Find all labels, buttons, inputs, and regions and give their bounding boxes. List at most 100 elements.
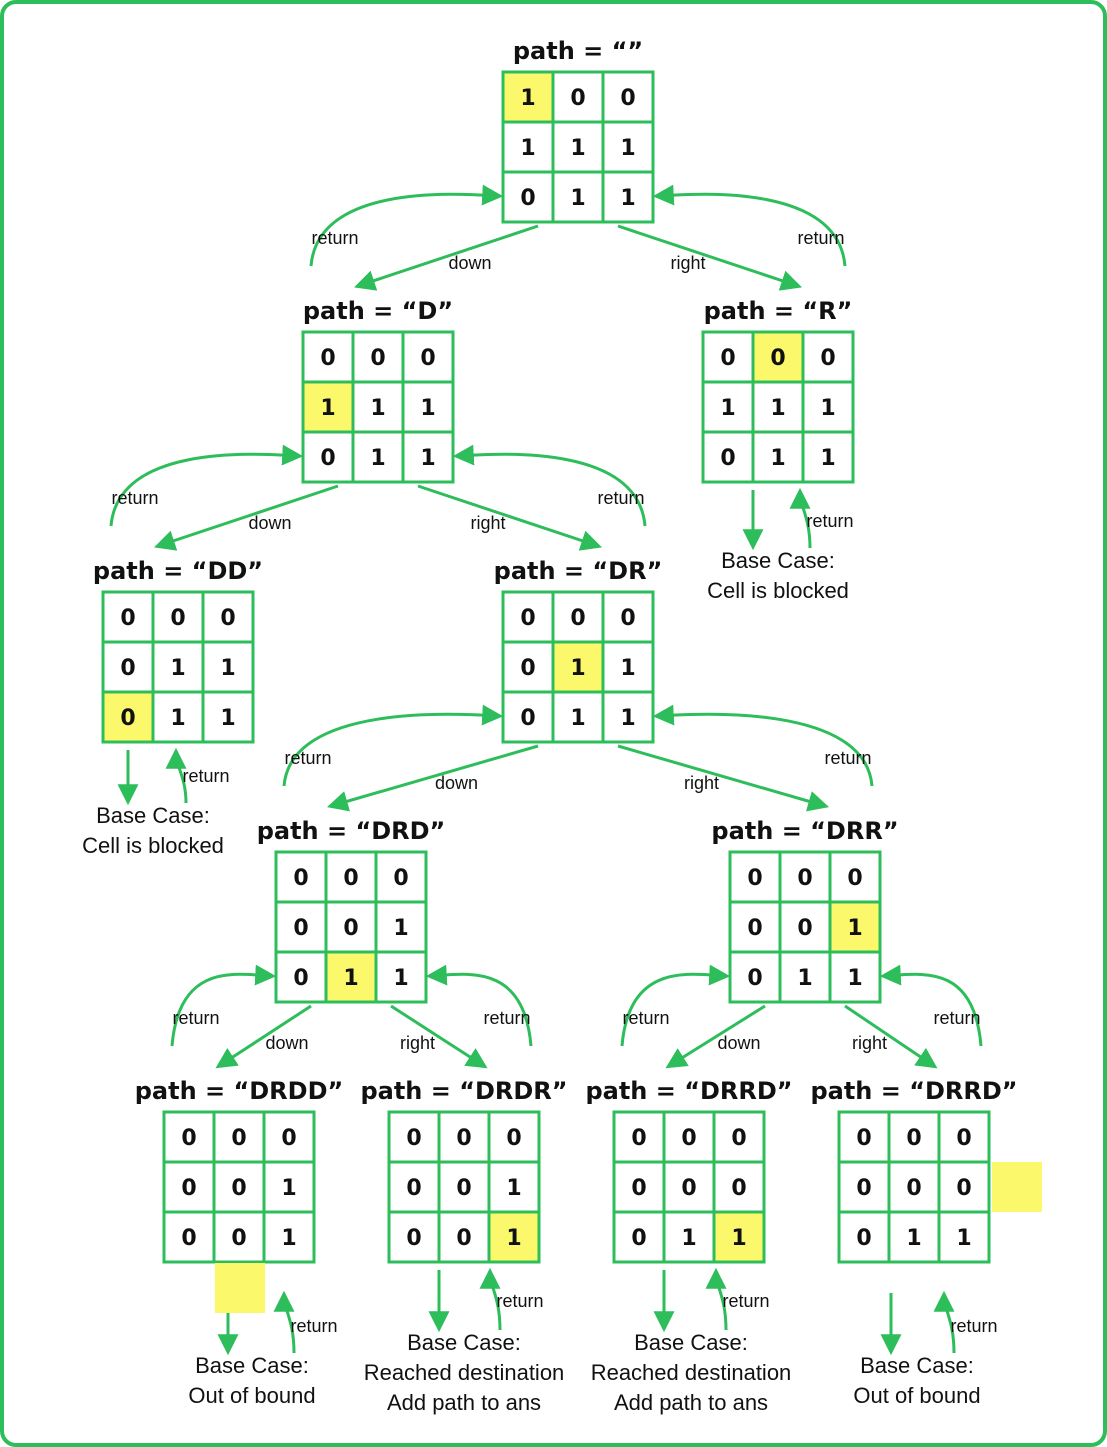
return-arrow [479,1267,502,1331]
out-of-bound-cell [215,1263,265,1313]
return-arrow [652,704,874,787]
grid-cell [201,690,255,744]
return-label: return [933,1008,980,1028]
node-title: path = “” [513,37,643,65]
grid-cell [551,690,605,744]
grid-cell [487,1160,541,1214]
grid-cell [601,120,655,174]
base-case-note: Base Case: [721,548,835,573]
right-arrow [417,484,602,551]
arrows-layer [109,184,983,1356]
base-case-note: Cell is blocked [82,833,224,858]
return-label: return [824,748,871,768]
cell-value: 0 [747,866,762,891]
base-case-note: Reached destination [591,1360,792,1385]
cell-value: 0 [220,606,235,631]
node-title: path = “DRDD” [135,1077,344,1105]
cell-value: 1 [506,1226,521,1251]
grid-cell [162,1110,216,1164]
return-arrow [165,747,188,804]
node-title: path = “DRR” [711,817,898,845]
cell-value: 0 [320,346,335,371]
return-label: return [597,488,644,508]
down-label: down [717,1033,760,1053]
cell-value: 0 [731,1126,746,1151]
node-title: path = “DD” [93,557,263,585]
node-title: path = “DRRD” [810,1077,1017,1105]
return-label: return [950,1316,997,1336]
node-title: path = “R” [704,297,853,325]
base-case-note: Base Case: [195,1353,309,1378]
base-case-note: Reached destination [364,1360,565,1385]
cell-value: 1 [506,1176,521,1201]
cell-value: 0 [631,1176,646,1201]
grid-cell [751,430,805,484]
grid-cell [937,1210,991,1264]
return-arrow [879,964,983,1047]
grid-cell [401,430,455,484]
grid-cell [601,590,655,644]
return-arrow [425,964,533,1047]
node-title: path = “D” [303,297,453,325]
base-case-note: Base Case: [634,1330,748,1355]
cell-value: 0 [956,1126,971,1151]
down-arrow [354,224,539,291]
cell-value: 0 [281,1126,296,1151]
labels-layer: downreturnrightreturndownreturnrightretu… [82,228,997,1415]
return-arrow [282,704,504,787]
cell-value: 1 [420,446,435,471]
cell-value: 0 [170,606,185,631]
cell-value: 0 [906,1126,921,1151]
cell-value: 0 [293,866,308,891]
cell-value: 1 [370,396,385,421]
cell-value: 0 [406,1126,421,1151]
return-arrow [109,444,304,527]
cell-value: 1 [393,966,408,991]
base-case-note: Add path to ans [614,1390,768,1415]
cell-value: 0 [181,1126,196,1151]
cell-value: 0 [747,966,762,991]
highlighted-cell [501,70,555,124]
cell-value: 0 [620,606,635,631]
node-title: path = “DRDR” [360,1077,567,1105]
cell-value: 1 [370,446,385,471]
return-arrow [933,1290,956,1354]
cell-value: 0 [856,1226,871,1251]
cell-value: 0 [820,346,835,371]
cell-value: 1 [620,186,635,211]
cell-value: 1 [820,396,835,421]
base-case-note: Out of bound [853,1383,980,1408]
return-arrow [652,184,847,267]
node-title: path = “DRRD” [585,1077,792,1105]
grid-cell [601,640,655,694]
grid-cell [501,690,555,744]
cell-value: 1 [570,656,585,681]
cell-value: 0 [797,916,812,941]
base-case-note: Base Case: [860,1353,974,1378]
cell-value: 0 [181,1176,196,1201]
cell-value: 0 [520,606,535,631]
cell-value: 0 [720,446,735,471]
cell-value: 0 [406,1226,421,1251]
return-label: return [182,766,229,786]
cell-value: 0 [343,866,358,891]
cell-value: 1 [220,706,235,731]
cell-value: 1 [797,966,812,991]
cell-value: 1 [820,446,835,471]
grid-cell [374,850,428,904]
return-arrow [620,964,731,1047]
cell-value: 0 [847,866,862,891]
cell-value: 0 [120,606,135,631]
return-label: return [722,1291,769,1311]
grid-cell [162,1160,216,1214]
cell-value: 1 [847,916,862,941]
return-label: return [284,748,331,768]
cell-value: 1 [170,706,185,731]
grid-cell [487,1110,541,1164]
return-arrow [705,1267,728,1331]
